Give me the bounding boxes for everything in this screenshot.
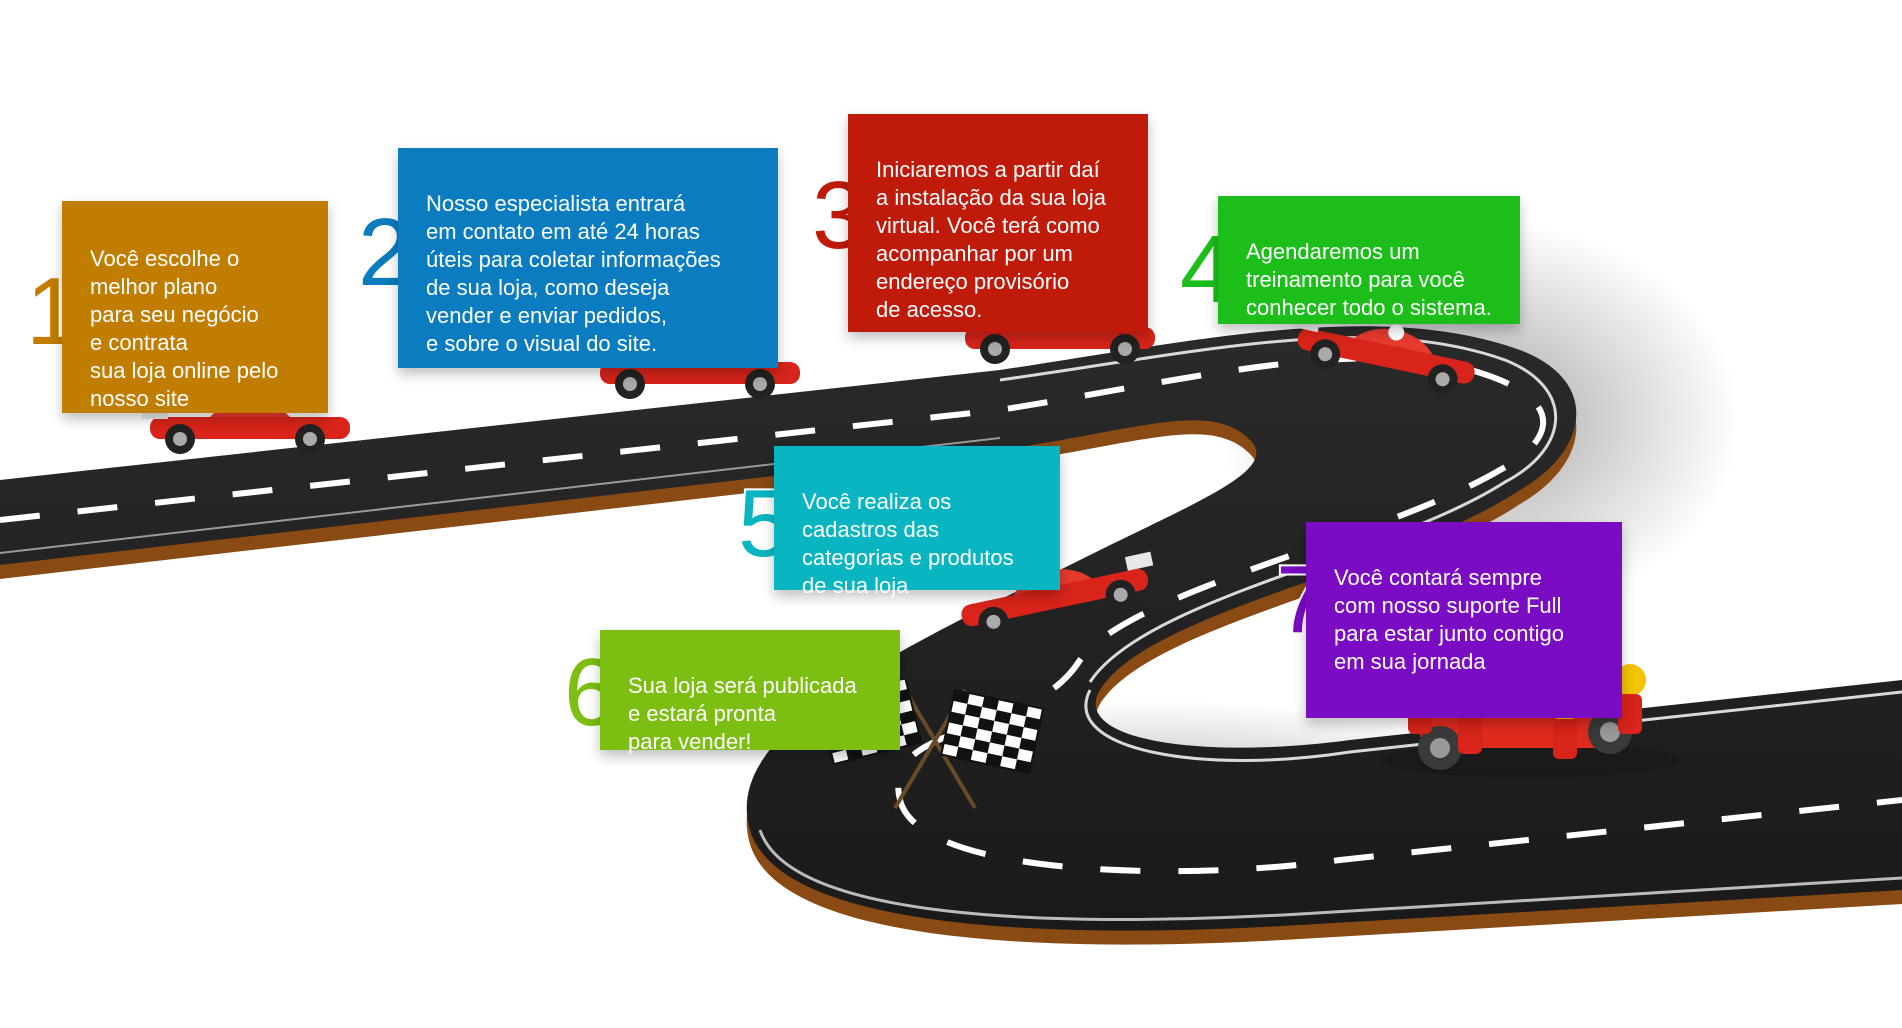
road (0, 326, 1902, 945)
step-5-text: Você realiza os cadastros das categorias… (802, 489, 1014, 598)
race-car-icon (1292, 313, 1475, 395)
step-6-box: Sua loja será publicada e estará pronta … (600, 630, 900, 754)
step-3-box: Iniciaremos a partir daí a instalação da… (848, 114, 1148, 332)
step-1-box: Você escolhe o melhor plano para seu neg… (62, 201, 328, 413)
step-2-text: Nosso especialista entrará em contato em… (426, 191, 721, 356)
step-4-box: Agendaremos um treinamento para você con… (1218, 196, 1520, 324)
step-1-text: Você escolhe o melhor plano para seu neg… (90, 246, 279, 411)
step-2-box: Nosso especialista entrará em contato em… (398, 148, 778, 368)
step-6-text: Sua loja será publicada e estará pronta … (628, 673, 857, 754)
step-7-text: Você contará sempre com nosso suporte Fu… (1334, 565, 1564, 674)
step-3-text: Iniciaremos a partir daí a instalação da… (876, 157, 1106, 322)
step-7-box: Você contará sempre com nosso suporte Fu… (1306, 522, 1622, 718)
step-4-text: Agendaremos um treinamento para você con… (1246, 239, 1492, 320)
step-5-box: Você realiza os cadastros das categorias… (774, 446, 1060, 598)
